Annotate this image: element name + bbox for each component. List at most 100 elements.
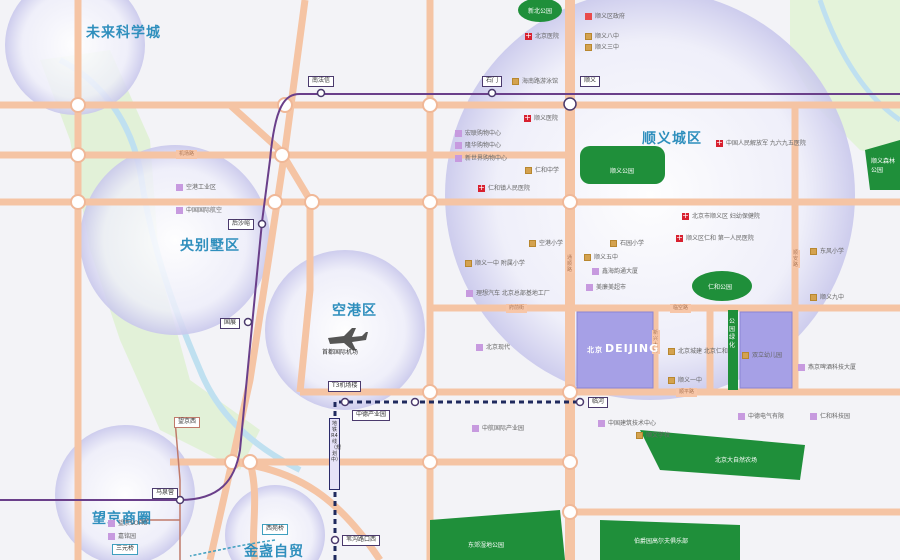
poi-shop[interactable]: 理想汽车 北京总部基地工厂 <box>466 290 550 297</box>
poi-label: 石园小学 <box>620 239 645 247</box>
poi-shop[interactable]: 空港工业区 <box>176 184 216 191</box>
poi-shop[interactable]: 中国国际航空 <box>176 207 222 214</box>
poi-school[interactable]: 双立幼儿园 <box>742 352 782 359</box>
project-block-west <box>576 311 654 389</box>
poi-shop[interactable]: 中国建筑技术中心 <box>598 420 656 427</box>
poi-label: 东风小学 <box>820 247 845 255</box>
station-houshayu[interactable]: 后沙峪 <box>228 219 255 230</box>
poi-label: 北京城建 北京仁和 <box>678 347 728 355</box>
poi-shop[interactable]: 北京现代 <box>476 344 510 351</box>
poi-label: 双立幼儿园 <box>752 351 783 359</box>
poi-shop[interactable]: 隆华购物中心 <box>455 142 501 149</box>
park-right-edge: 顺义森林公园 <box>871 158 896 174</box>
poi-school[interactable]: 东风小学 <box>810 248 844 255</box>
station-nanfaxin[interactable]: 南法信 <box>308 76 335 87</box>
poi-gov[interactable]: 顺义区政府 <box>585 13 625 20</box>
poi-hosp[interactable]: 仁和镇人民医院 <box>478 183 531 192</box>
hospital-icon <box>682 211 689 220</box>
station-zhongde[interactable]: 中德产业园 <box>352 410 391 421</box>
poi-school[interactable]: 顺义九中 <box>810 294 844 301</box>
school-icon <box>585 44 592 51</box>
station-linhe[interactable]: 临河 <box>588 397 609 408</box>
park-dongba: 东郊湿地公园 <box>468 542 505 549</box>
metro-r4-label: 地铁R4线（规划中） <box>329 418 341 490</box>
shop-icon <box>176 184 183 191</box>
poi-hosp[interactable]: 顺义区仁和 第一人民医院 <box>676 233 754 242</box>
station-maquanying[interactable]: 马泉营 <box>152 488 179 499</box>
poi-label: 海南路游泳馆 <box>522 77 559 85</box>
poi-shop[interactable]: 嘉铭园 <box>108 533 136 540</box>
poi-shop[interactable]: 新世界购物中心 <box>455 155 507 162</box>
airplane-icon <box>328 328 368 350</box>
district-villa: 央别墅区 <box>180 238 240 254</box>
shop-icon <box>466 290 473 297</box>
station-t3[interactable]: T3机场楼 <box>328 381 362 392</box>
poi-shop[interactable]: 中航国际产业园 <box>472 425 524 432</box>
poi-hosp[interactable]: 北京医院 <box>525 31 559 40</box>
poi-school[interactable]: 顺义一中 附属小学 <box>465 260 525 267</box>
station-shimen[interactable]: 石门 <box>482 76 503 87</box>
hospital-icon <box>676 233 683 242</box>
road-label-3: 府前街 <box>506 304 528 313</box>
poi-label: 空港小学 <box>539 239 564 247</box>
poi-label: 仁和镇人民医院 <box>488 184 531 192</box>
poi-label: 宏联购物中心 <box>465 129 502 137</box>
poi-shop[interactable]: 燕京啤酒科技大厦 <box>798 364 856 371</box>
shop-icon <box>176 207 183 214</box>
poi-label: 顺义区政府 <box>595 12 626 20</box>
station-wangjing-west[interactable]: 望京西 <box>174 417 201 428</box>
poi-shop[interactable]: 鑫海韵通大厦 <box>592 268 638 275</box>
jinzhan-halo <box>225 485 325 560</box>
shop-icon <box>476 344 483 351</box>
poi-hosp[interactable]: 顺义医院 <box>524 113 558 122</box>
project-brand-text: DEIJING <box>605 342 660 355</box>
poi-label: 北京市顺义区 妇幼保健院 <box>692 212 760 220</box>
poi-label: 中航国际产业园 <box>482 424 525 432</box>
poi-school[interactable]: 北京城建 北京仁和 <box>668 348 728 355</box>
poi-shop[interactable]: 宏联购物中心 <box>455 130 501 137</box>
poi-school[interactable]: 石园小学 <box>610 240 644 247</box>
poi-hosp[interactable]: 北京市顺义区 妇幼保健院 <box>682 211 760 220</box>
poi-label: 顺义区仁和 第一人民医院 <box>686 234 754 242</box>
shop-icon <box>455 130 462 137</box>
school-icon <box>525 167 532 174</box>
poi-school[interactable]: 顺义一中 <box>668 377 702 384</box>
poi-shop[interactable]: 中德电气有限 <box>738 413 784 420</box>
poi-school[interactable]: 海南路游泳馆 <box>512 78 558 85</box>
school-icon <box>668 348 675 355</box>
school-icon <box>585 33 592 40</box>
poi-shop[interactable]: 美廉美超市 <box>586 284 626 291</box>
poi-school[interactable]: 顺义三中 <box>585 44 619 51</box>
poi-label: 中国建筑技术中心 <box>608 419 657 427</box>
poi-label: 顺义八中 <box>595 32 620 40</box>
station-wenhu[interactable]: 苇沟路口西 <box>342 535 381 546</box>
poi-school[interactable]: 空港小学 <box>529 240 563 247</box>
shop-icon <box>108 520 115 527</box>
park-xinzhu: 新北公园 <box>528 8 553 15</box>
metro-r4-planned <box>333 400 580 560</box>
park-green-belt: 公园绿化 <box>729 318 736 349</box>
station-sanyuanqiao[interactable]: 三元桥 <box>112 544 139 555</box>
shop-icon <box>810 413 817 420</box>
poi-shop[interactable]: 望京SOHO <box>108 520 148 527</box>
poi-label: 顺义一中 <box>678 376 703 384</box>
district-jinzhan: 金盏自贸 <box>244 544 304 560</box>
poi-label: 顺义三中 <box>595 43 620 51</box>
shop-icon <box>472 425 479 432</box>
poi-school[interactable]: 顺文学校 <box>636 432 670 439</box>
school-icon <box>529 240 536 247</box>
poi-shop[interactable]: 仁和科技园 <box>810 413 850 420</box>
poi-school[interactable]: 仁和中学 <box>525 167 559 174</box>
station-xinqiao[interactable]: 西苑桥 <box>262 524 289 535</box>
poi-label: 顺文学校 <box>646 431 671 439</box>
poi-label: 嘉铭园 <box>118 532 137 540</box>
poi-school[interactable]: 顺义五中 <box>584 254 618 261</box>
poi-school[interactable]: 顺义八中 <box>585 33 619 40</box>
station-shunyi[interactable]: 顺义 <box>580 76 601 87</box>
project-block-east <box>739 311 793 389</box>
station-guozhan[interactable]: 国展 <box>220 318 241 329</box>
poi-hosp[interactable]: 中国人民解放军 九六九五医院 <box>716 138 806 147</box>
